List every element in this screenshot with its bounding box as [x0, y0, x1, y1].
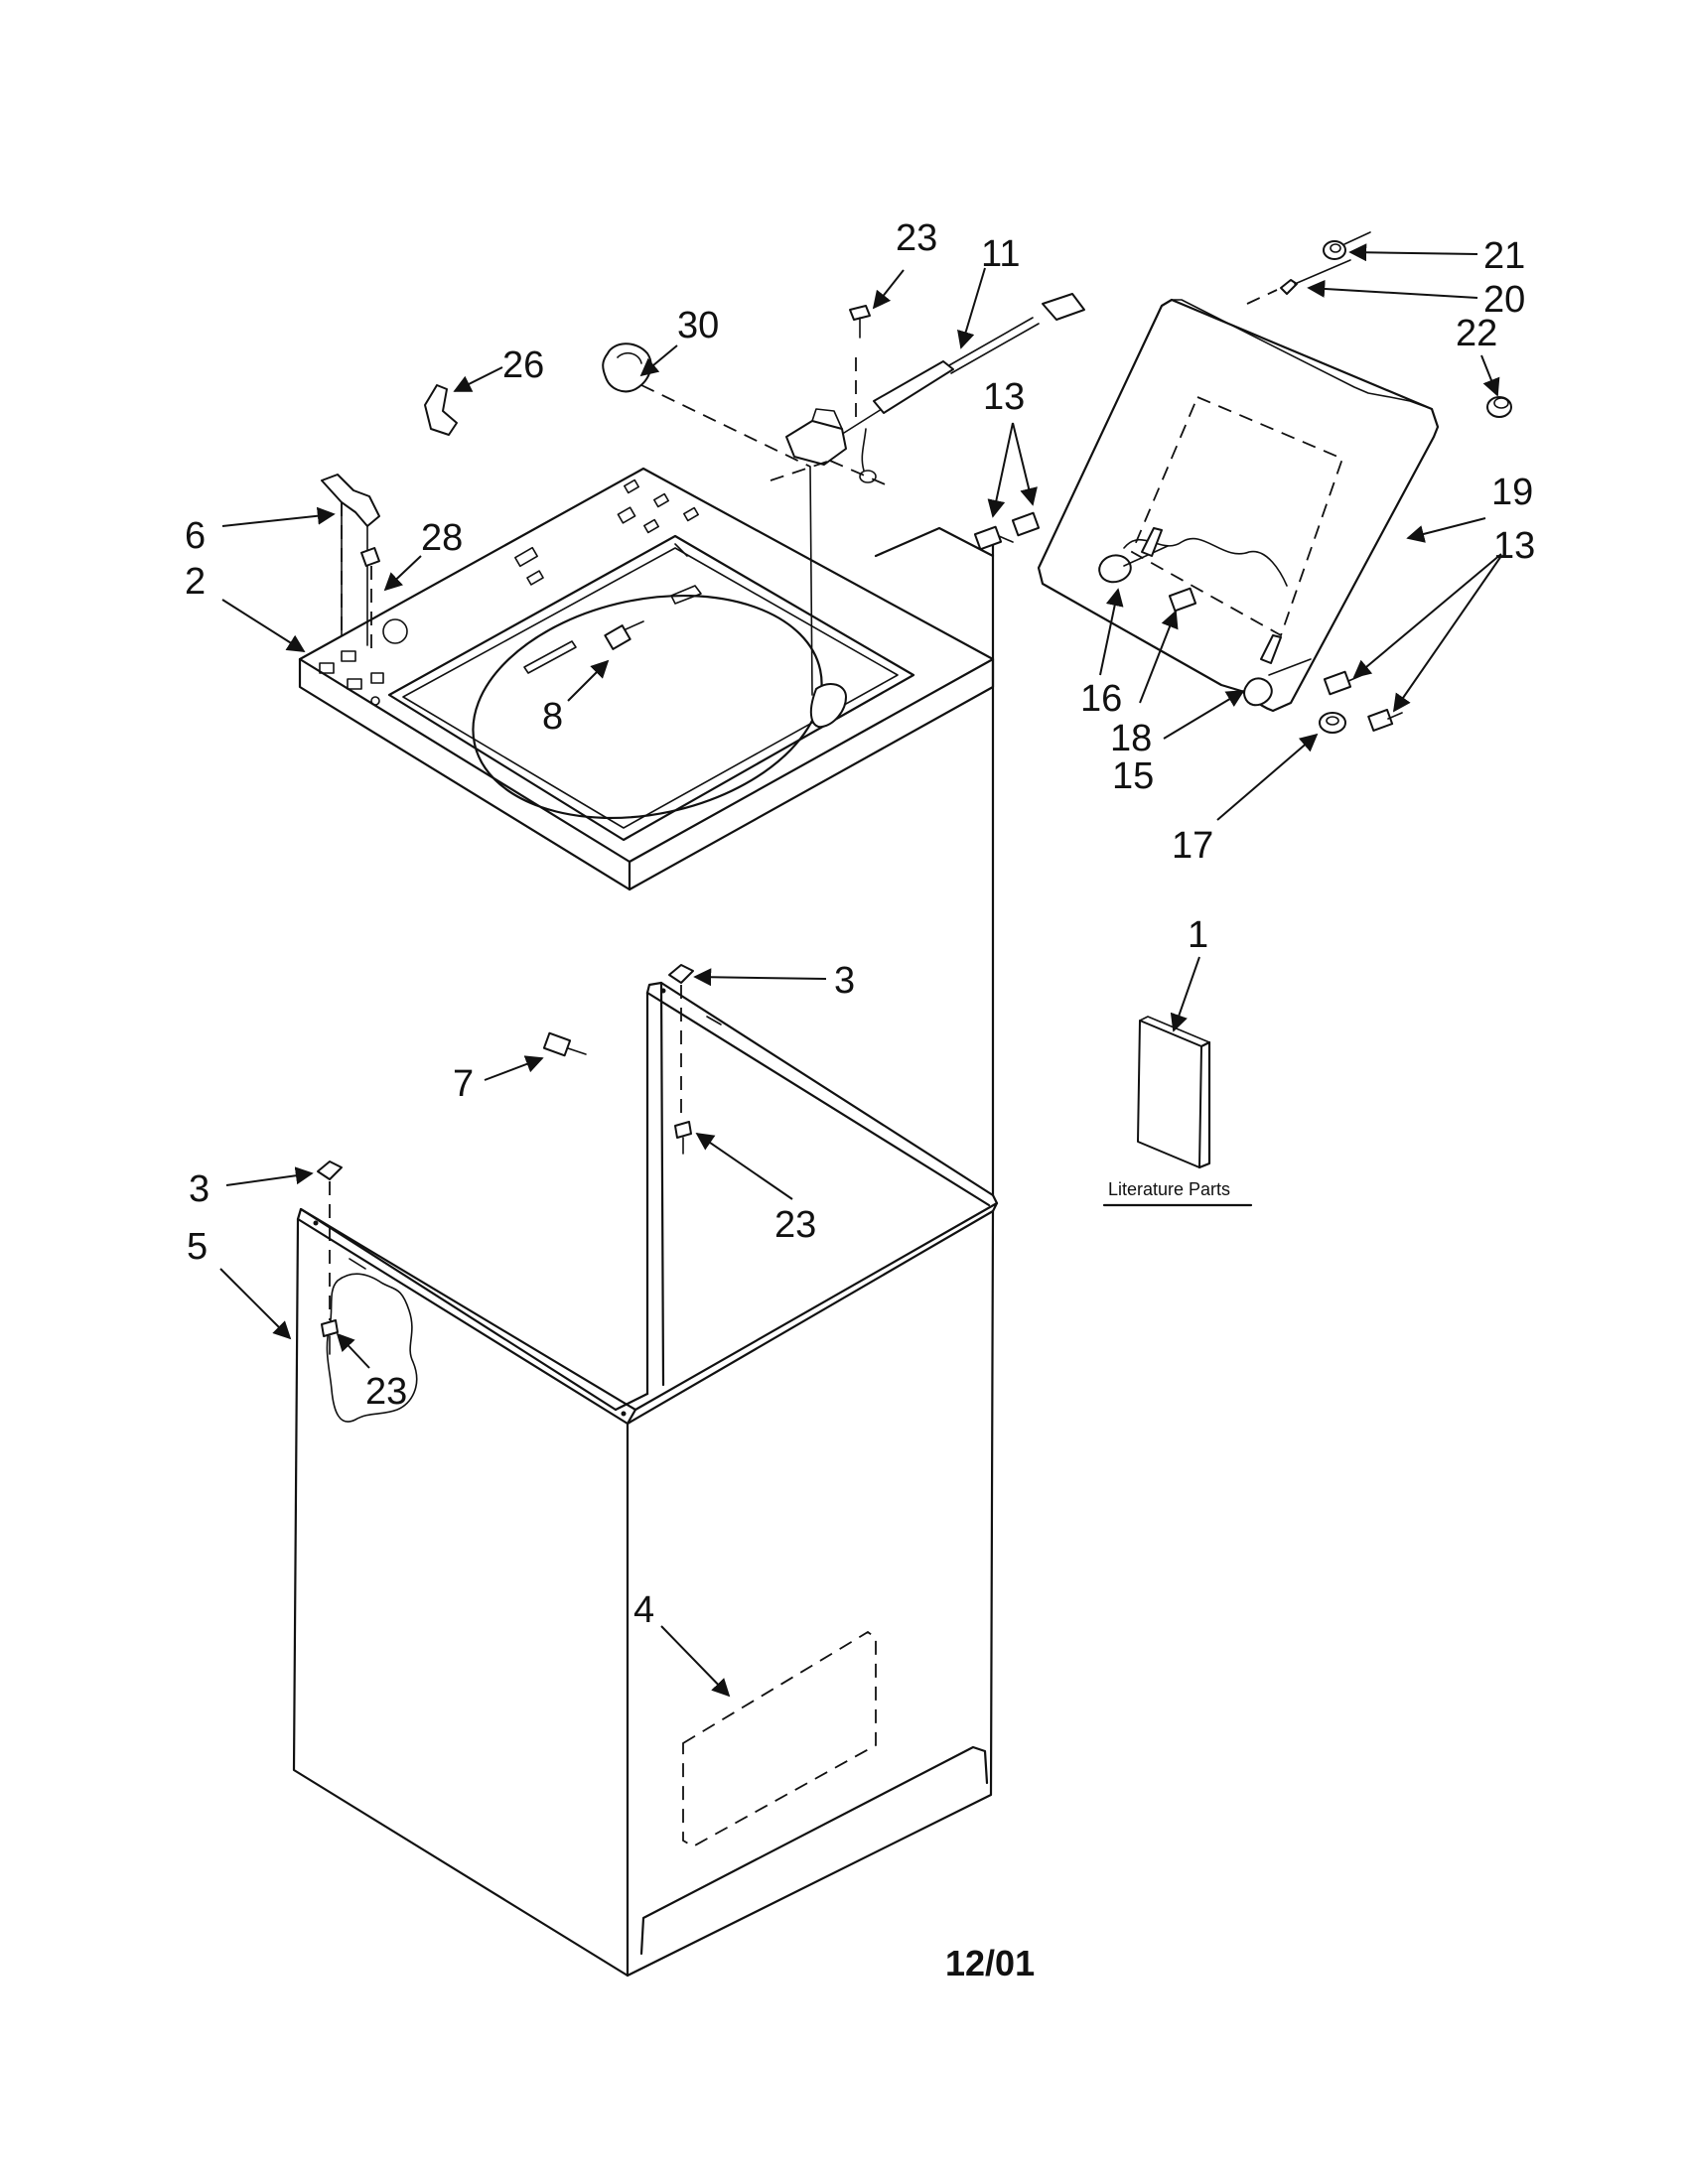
callout-30: 30 — [677, 305, 719, 346]
screw-part-23-middle — [674, 1121, 692, 1155]
washer-part-17 — [1319, 712, 1346, 734]
callout-22: 22 — [1456, 313, 1497, 354]
callout-2: 2 — [185, 561, 206, 603]
screw-part-23-top — [849, 305, 871, 339]
callout-3-lower: 3 — [189, 1168, 210, 1210]
callout-23-lower: 23 — [365, 1371, 407, 1413]
hinge-part-15 — [1243, 634, 1312, 707]
callout-18: 18 — [1110, 718, 1152, 759]
callout-6: 6 — [185, 515, 206, 557]
clip-part-28 — [360, 547, 380, 655]
lid-pin-part-20 — [1246, 259, 1351, 305]
literature-parts-part-1 — [1102, 1016, 1253, 1207]
date-code: 12/01 — [945, 1943, 1035, 1983]
callout-20: 20 — [1483, 279, 1525, 321]
hinge-part-16 — [1098, 527, 1169, 584]
callout-1: 1 — [1188, 914, 1208, 956]
callout-8: 8 — [542, 696, 563, 738]
callout-17: 17 — [1172, 825, 1213, 867]
screw-part-8 — [604, 620, 644, 650]
top-panel-part-2 — [298, 467, 995, 891]
screw-part-23-lower — [321, 1319, 339, 1355]
hose-clip-part-6 — [321, 474, 380, 646]
callout-21: 21 — [1483, 235, 1525, 277]
callout-4: 4 — [633, 1589, 654, 1631]
callout-5: 5 — [187, 1226, 208, 1268]
callout-labels: 21 20 22 19 13 13 11 23 30 26 6 28 2 8 1… — [185, 217, 1535, 1631]
leader-arrows — [219, 243, 1502, 1698]
callout-15: 15 — [1112, 755, 1154, 797]
literature-parts-label: Literature Parts — [1108, 1179, 1230, 1199]
clip-part-3-lower — [317, 1160, 343, 1320]
callout-11: 11 — [981, 233, 1020, 275]
callout-3-upper: 3 — [834, 960, 855, 1002]
screw-part-7 — [542, 1031, 587, 1057]
cabinet-part-5 — [292, 534, 999, 1978]
callout-23-middle: 23 — [774, 1204, 816, 1246]
bleach-funnel-part-30 — [602, 342, 813, 696]
hinge-screw-part-13-left — [973, 511, 1041, 551]
callout-13-left: 13 — [983, 376, 1025, 418]
clip-part-3-upper — [668, 964, 694, 1122]
clip-part-26 — [424, 384, 458, 436]
lid-bumper-part-22 — [1486, 396, 1512, 418]
callout-7: 7 — [453, 1063, 474, 1105]
callout-16: 16 — [1080, 678, 1122, 720]
callout-19: 19 — [1491, 472, 1533, 513]
spacer-part-18 — [1168, 587, 1197, 613]
cap-part-21 — [1323, 231, 1371, 260]
callout-28: 28 — [421, 517, 463, 559]
lid-switch-harness-part-11 — [770, 293, 1085, 487]
callout-13-right: 13 — [1493, 525, 1535, 567]
service-label-part-4 — [682, 1630, 877, 1848]
callout-26: 26 — [502, 344, 544, 386]
lid-part-19 — [1037, 298, 1440, 713]
callout-23-top: 23 — [896, 217, 937, 259]
